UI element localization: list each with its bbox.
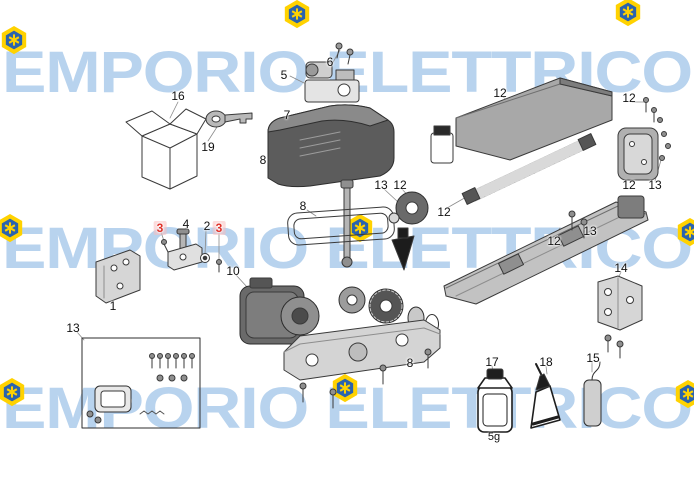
part-6-screws bbox=[335, 42, 354, 65]
part-1-mounting-bracket bbox=[95, 249, 141, 304]
part-14-rear-bracket bbox=[597, 275, 643, 359]
part-callout-3: 3 bbox=[153, 221, 167, 235]
part-callout-13: 13 bbox=[66, 321, 80, 335]
part-callout-14: 14 bbox=[614, 261, 628, 275]
part-callout-13: 13 bbox=[374, 178, 388, 192]
part-callout-12: 12 bbox=[437, 205, 451, 219]
part-3-screw-right bbox=[216, 259, 222, 273]
part-callout-2: 2 bbox=[203, 219, 211, 233]
part-17-grease-bottle bbox=[477, 368, 513, 433]
part-2-washer bbox=[200, 253, 210, 263]
part-3-screw-left bbox=[161, 239, 169, 253]
part-callout-13: 13 bbox=[583, 224, 597, 238]
part-callout-8: 8 bbox=[299, 199, 307, 213]
part-12-beam-cover bbox=[455, 77, 613, 161]
part-callout-12: 12 bbox=[622, 91, 636, 105]
part-callout-10: 10 bbox=[226, 264, 240, 278]
part-12-end-cover bbox=[617, 127, 659, 181]
part-callout-15: 15 bbox=[586, 351, 600, 365]
part-12-drive-rail bbox=[443, 195, 649, 305]
part-5-release-assembly bbox=[304, 61, 360, 103]
part-callout-12: 12 bbox=[547, 234, 561, 248]
part-12-screws-topright bbox=[643, 97, 663, 123]
part-callout-17: 17 bbox=[485, 355, 499, 369]
part-callout-8: 8 bbox=[259, 153, 267, 167]
part-12-motor-pinion bbox=[388, 191, 429, 225]
part-callout-6: 6 bbox=[326, 55, 334, 69]
part-13-hardware-kit bbox=[81, 337, 201, 429]
part-callout-12: 12 bbox=[622, 178, 636, 192]
part-18-grease-tube bbox=[530, 363, 561, 429]
part-callout-7: 7 bbox=[283, 108, 291, 122]
part-callout-4: 4 bbox=[182, 217, 190, 231]
part-19-release-key bbox=[205, 110, 253, 128]
grease-weight-label: 5g bbox=[487, 431, 501, 443]
part-callout-5: 5 bbox=[280, 68, 288, 82]
part-grease-cone bbox=[391, 227, 415, 271]
part-callout-1: 1 bbox=[109, 299, 117, 313]
part-callout-19: 19 bbox=[201, 140, 215, 154]
part-callout-3: 3 bbox=[212, 221, 226, 235]
part-13-screws-right bbox=[659, 131, 671, 161]
part-callout-13: 13 bbox=[648, 178, 662, 192]
part-16-carton-box bbox=[125, 108, 207, 190]
part-flexible-conduit bbox=[461, 133, 597, 205]
part-release-shaft bbox=[340, 179, 354, 268]
part-callout-12: 12 bbox=[493, 86, 507, 100]
part-housing-screws bbox=[299, 348, 432, 409]
part-callout-18: 18 bbox=[539, 355, 553, 369]
part-8-bottom-housing bbox=[283, 319, 441, 381]
part-grease-jar-small bbox=[430, 125, 454, 164]
part-callout-16: 16 bbox=[171, 89, 185, 103]
part-13-screws-mid bbox=[568, 210, 588, 239]
part-10-motor bbox=[239, 277, 320, 345]
part-callout-8: 8 bbox=[406, 356, 414, 370]
part-callout-12: 12 bbox=[393, 178, 407, 192]
part-8-top-cover bbox=[267, 104, 395, 188]
part-15-capacitor bbox=[583, 361, 602, 427]
